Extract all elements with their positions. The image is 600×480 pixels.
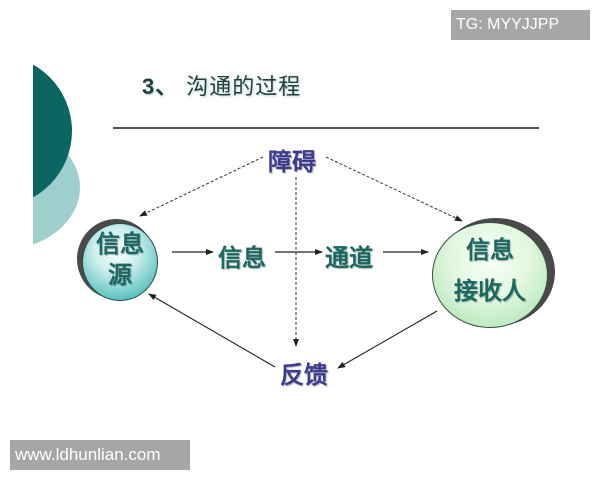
message-label: 信息 xyxy=(218,244,266,272)
watermark-bottom-left: www.ldhunlian.com xyxy=(10,440,190,470)
slide-left-margin xyxy=(0,0,33,480)
arrow-noise-to-receiver xyxy=(325,156,463,222)
source-node xyxy=(82,223,158,301)
receiver-node-label: 信息 接收人 xyxy=(432,230,548,312)
slide-title: 3、 沟通的过程 xyxy=(142,69,301,101)
source-label-line2: 源 xyxy=(108,261,132,290)
arrow-noise-to-source xyxy=(139,156,264,217)
title-divider xyxy=(113,127,539,129)
channel-label: 通道 xyxy=(325,244,373,272)
title-text: 沟通的过程 xyxy=(186,75,302,100)
arrow-feedback-to-source xyxy=(148,293,276,368)
source-node-label: 信息 源 xyxy=(82,229,158,291)
receiver-label-line2: 接收人 xyxy=(454,276,526,305)
receiver-label-line1: 信息 xyxy=(466,236,514,264)
title-number: 3、 xyxy=(142,74,179,99)
noise-label: 障碍 xyxy=(268,148,316,176)
feedback-label: 反馈 xyxy=(280,361,328,389)
receiver-node xyxy=(432,222,548,328)
source-label-line1: 信息 xyxy=(96,230,144,258)
watermark-top-right: TG: MYYJJPP xyxy=(451,10,590,40)
arrow-receiver-to-feedback xyxy=(337,310,438,369)
